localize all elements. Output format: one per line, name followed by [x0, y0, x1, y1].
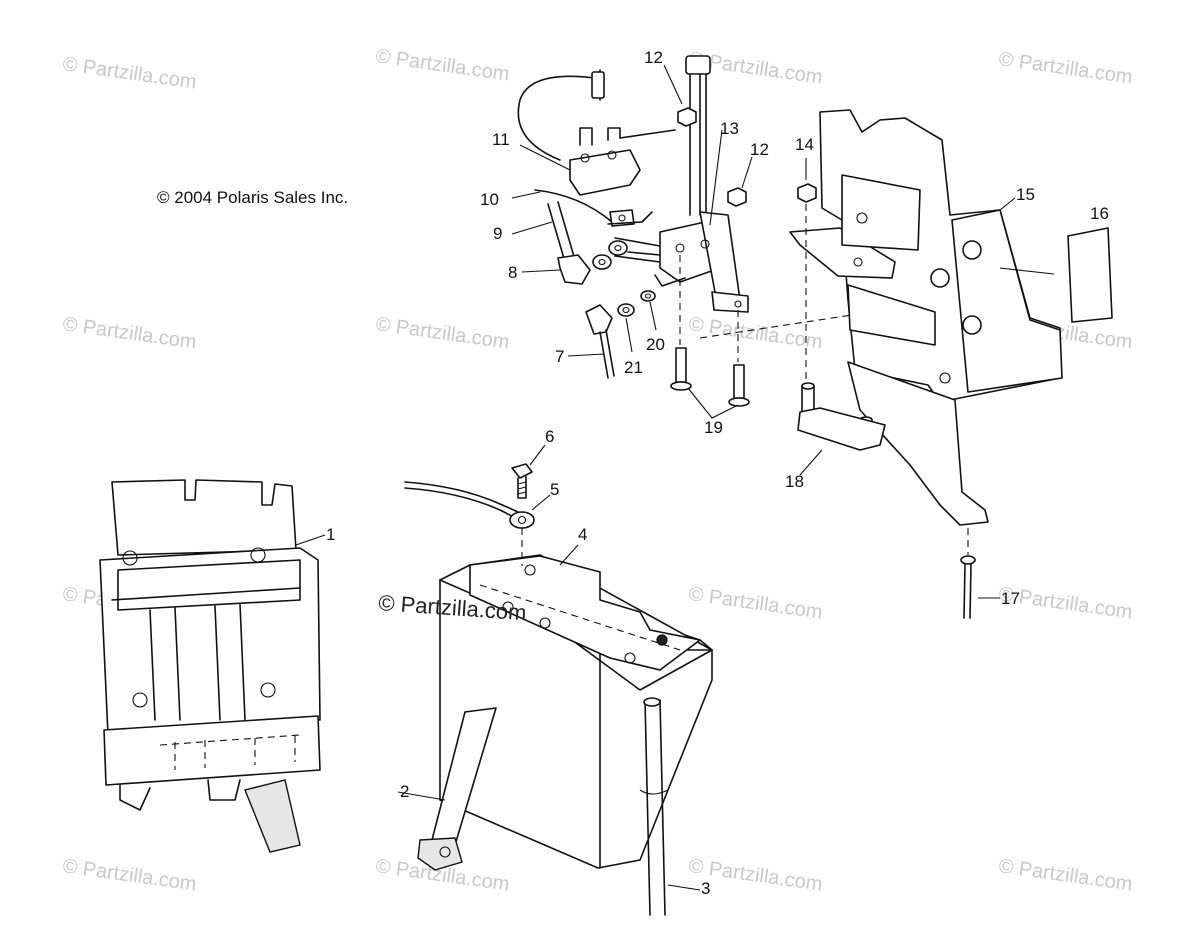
part-12-nut: 12 12: [607, 48, 769, 225]
watermark: © Partzilla.com: [997, 855, 1134, 896]
part-20-washer: 20: [640, 290, 665, 354]
callout-16: 16: [1090, 204, 1109, 223]
part-16-label: 16: [999, 204, 1113, 323]
part-11-relay-assembly: 11: [492, 69, 676, 196]
callout-9: 9: [493, 224, 502, 243]
callout-4: 4: [578, 525, 587, 544]
callout-10: 10: [480, 190, 499, 209]
callout-14: 14: [795, 135, 814, 154]
part-5-cable: 5: [404, 480, 559, 566]
part-21-bushing: 21: [617, 303, 643, 377]
part-10-wire: 10: [480, 189, 635, 227]
callout-15: 15: [1016, 185, 1035, 204]
part-9-cable: 9: [493, 201, 576, 263]
watermark: © Partzilla.com: [61, 53, 198, 94]
callout-12a: 12: [644, 48, 663, 67]
part-8-boot: 8: [508, 254, 591, 285]
callout-3: 3: [701, 879, 710, 898]
callout-17: 17: [1001, 589, 1020, 608]
watermark: © Partzilla.com: [687, 583, 824, 624]
part-washers: [592, 240, 628, 270]
part-19-bolts: 19: [670, 255, 750, 437]
callout-19: 19: [704, 418, 723, 437]
part-18-mount-plate: 18: [785, 382, 886, 491]
callout-18: 18: [785, 472, 804, 491]
callout-1: 1: [326, 525, 335, 544]
part-2-strap: 2: [397, 707, 497, 871]
callout-8: 8: [508, 263, 517, 282]
callout-13: 13: [720, 119, 739, 138]
watermark: © Partzilla.com: [61, 313, 198, 354]
callout-7: 7: [555, 347, 564, 366]
part-17-rivet: 17: [960, 528, 1020, 619]
watermark: © Partzilla.com: [687, 313, 824, 354]
callout-5: 5: [550, 480, 559, 499]
part-15-bracket: 15: [699, 109, 1063, 526]
watermark: © Partzilla.com: [997, 48, 1134, 89]
callout-11: 11: [492, 130, 510, 149]
callout-12b: 12: [750, 140, 769, 159]
part-7-terminal-boot: 7: [555, 304, 615, 379]
part-6-bolt: 6: [511, 427, 554, 499]
watermark: © Partzilla.com: [61, 855, 198, 896]
callout-20: 20: [646, 335, 665, 354]
watermark: © Partzilla.com: [374, 313, 511, 354]
callout-21: 21: [624, 358, 643, 377]
callout-2: 2: [400, 782, 409, 801]
callout-6: 6: [545, 427, 554, 446]
watermark: © Partzilla.com: [374, 45, 511, 86]
part-1-battery-holder: 1: [99, 479, 335, 853]
part-13-solenoid: 13: [614, 55, 749, 313]
part-14-nut: 14: [795, 135, 817, 385]
copyright-notice: © 2004 Polaris Sales Inc.: [157, 188, 348, 207]
part-3-vent-tube: 3: [639, 697, 710, 916]
part-4-battery: 4: [439, 525, 713, 869]
